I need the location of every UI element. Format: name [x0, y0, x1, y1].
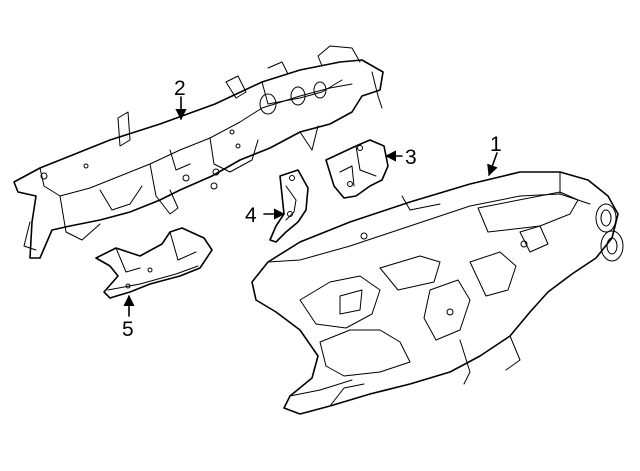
part-1-instrument-panel[interactable] [251, 171, 624, 415]
leader-1 [487, 152, 498, 177]
callout-4: 4 [245, 204, 257, 227]
leader-lines [123, 96, 498, 317]
callout-1: 1 [490, 133, 502, 156]
callout-labels: 1 2 3 4 5 [122, 77, 502, 341]
part-3-bracket[interactable] [325, 139, 389, 199]
callout-5: 5 [122, 318, 134, 341]
callout-3: 3 [405, 146, 417, 169]
callout-2: 2 [174, 77, 186, 100]
part-4-bracket[interactable] [269, 169, 309, 243]
part-2-cross-car-beam[interactable] [13, 45, 384, 259]
part-5-bracket[interactable] [95, 227, 213, 299]
